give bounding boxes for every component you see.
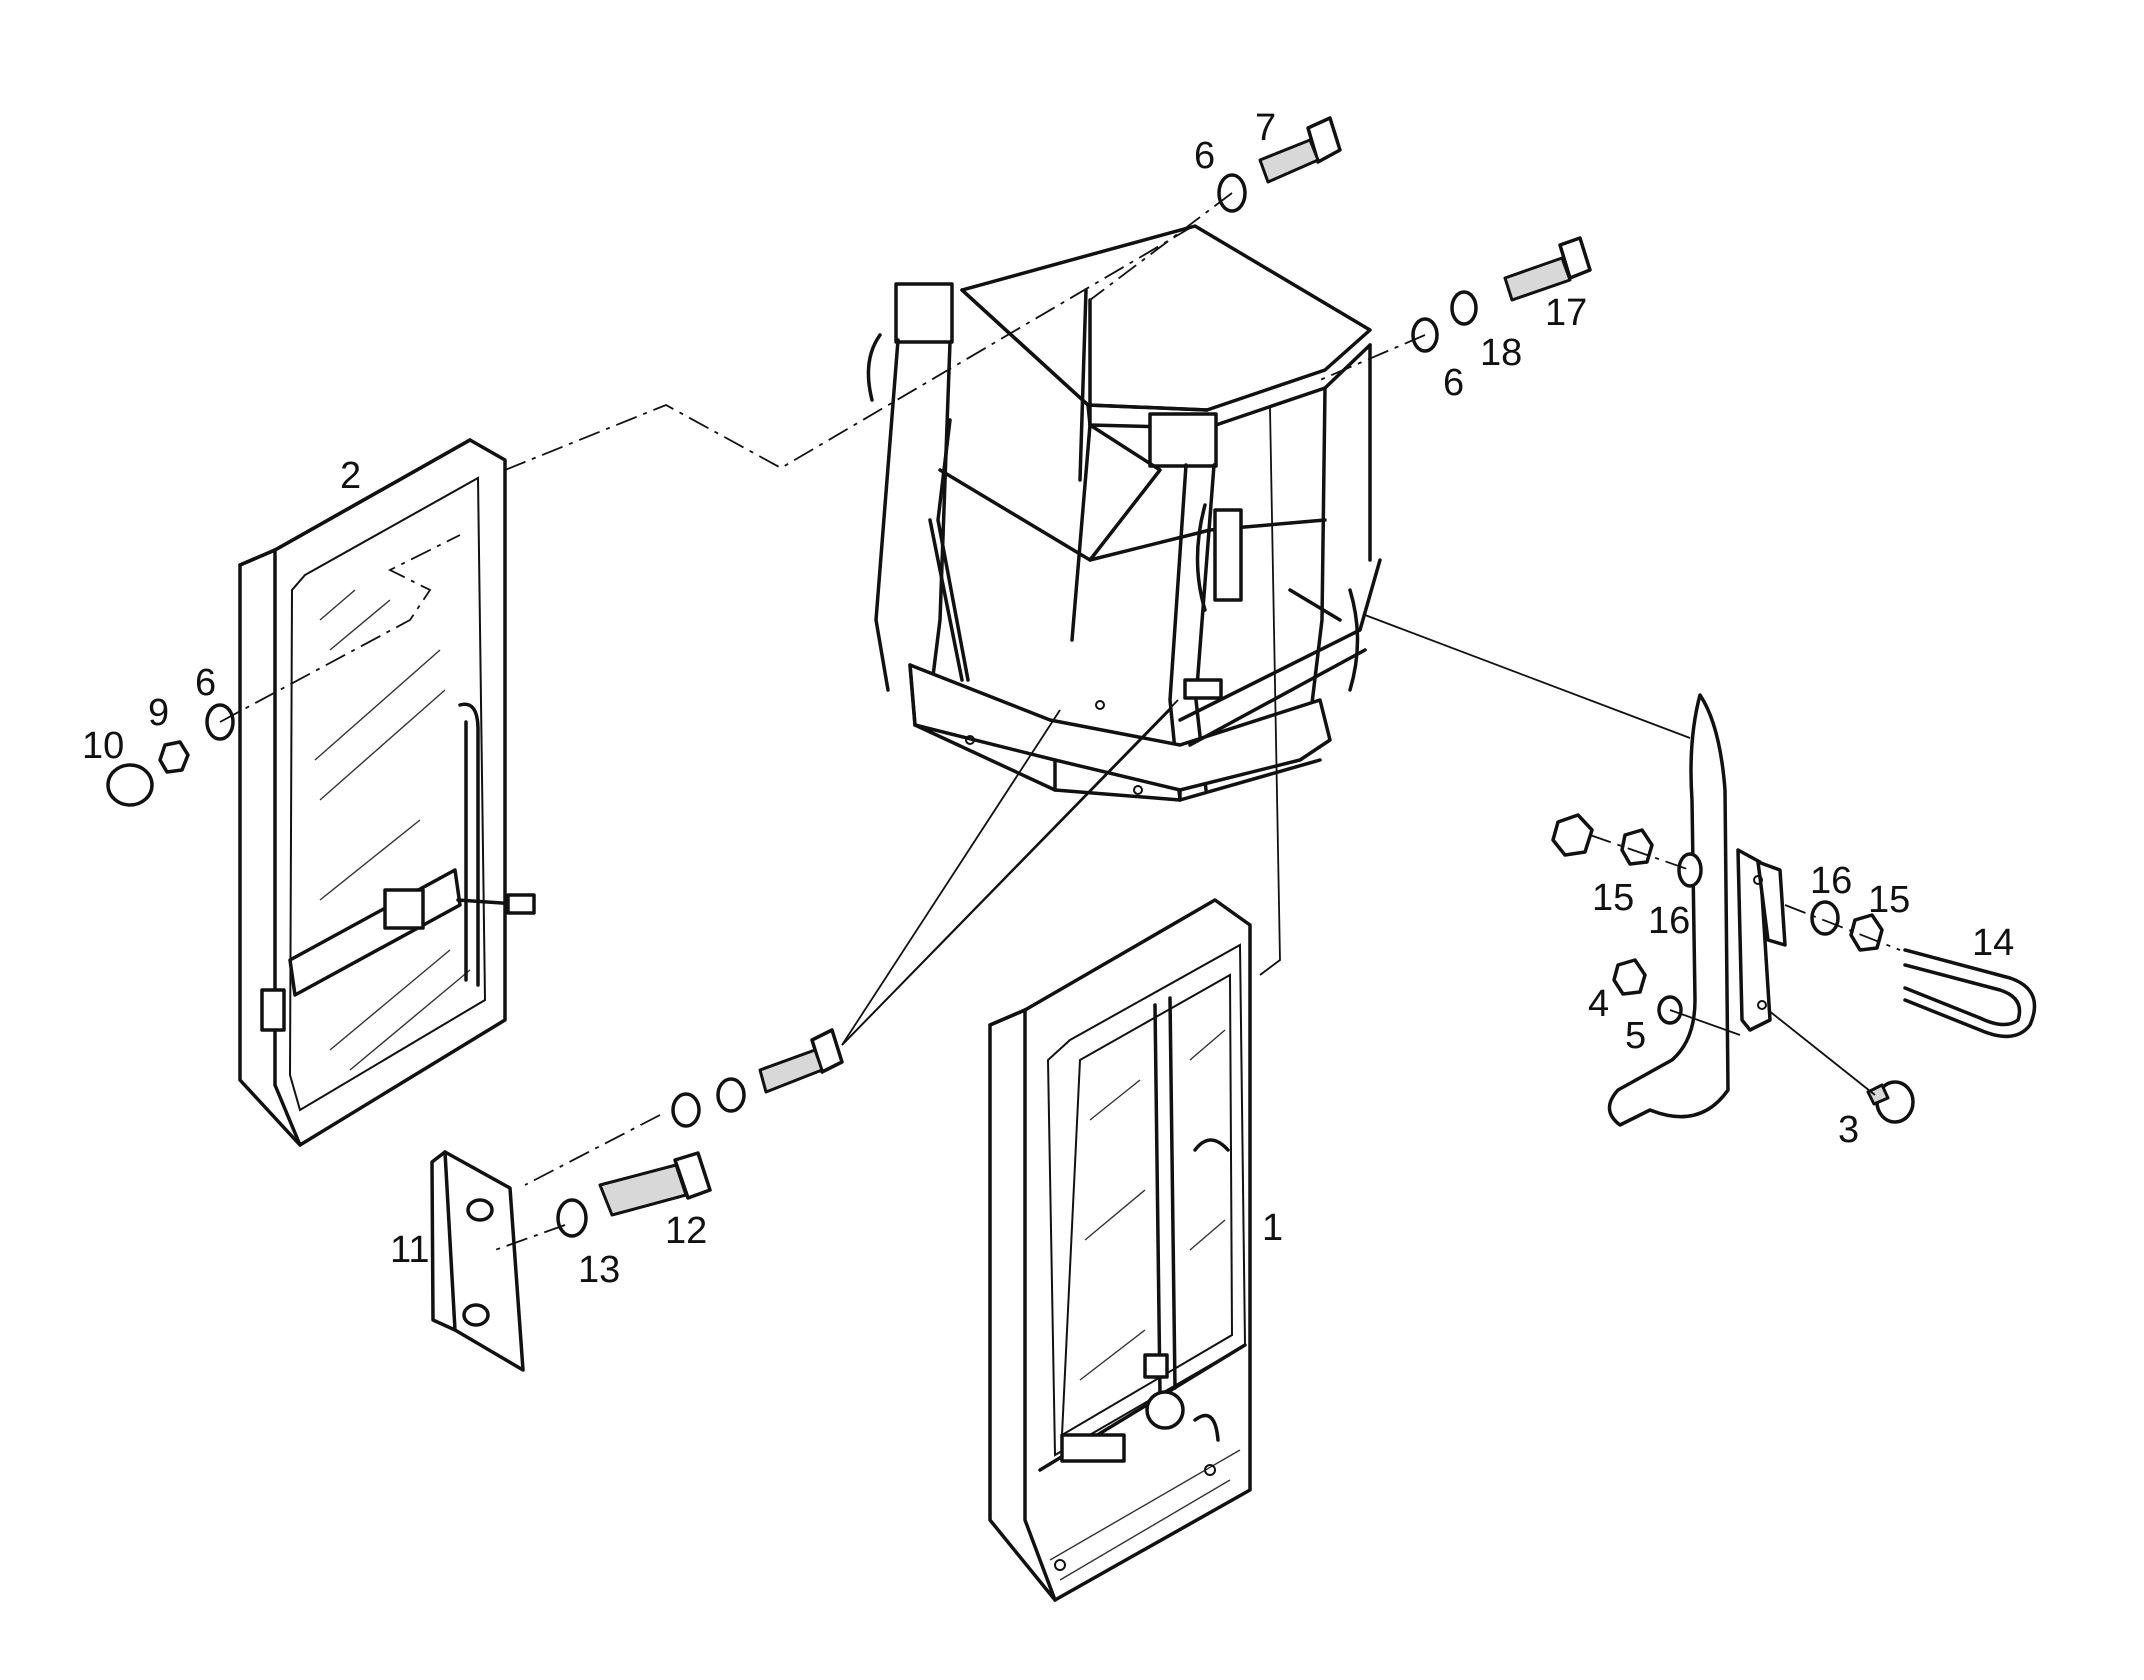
- door-left-assembly: [238, 438, 536, 1147]
- callout-16-right: 16: [1810, 860, 1852, 902]
- callout-7: 7: [1255, 107, 1276, 149]
- callout-3: 3: [1838, 1109, 1859, 1151]
- handrail-assembly: [1607, 693, 1787, 1127]
- callout-11: 11: [390, 1229, 429, 1271]
- callout-16-left: 16: [1648, 900, 1690, 942]
- leader-lines: [219, 192, 1901, 1251]
- callout-labels: 1 2 3 4 5 6 6 6 7 9 10 11 12 13 14 15 15…: [82, 107, 2014, 1291]
- callout-18: 18: [1480, 332, 1522, 374]
- callout-6-left: 6: [195, 662, 216, 704]
- callout-9: 9: [148, 692, 169, 734]
- callout-13: 13: [578, 1249, 620, 1291]
- callout-2: 2: [340, 455, 361, 497]
- callout-10: 10: [82, 725, 124, 767]
- cab-assembly: [866, 224, 1382, 802]
- door-right-assembly: [988, 898, 1252, 1602]
- callout-5: 5: [1625, 1015, 1646, 1057]
- callout-6-right: 6: [1443, 362, 1464, 404]
- callout-15-left: 15: [1592, 877, 1634, 919]
- callout-15-right: 15: [1868, 879, 1910, 921]
- fasteners: [106, 116, 2037, 1238]
- callout-4: 4: [1588, 983, 1609, 1025]
- callout-1: 1: [1262, 1207, 1283, 1249]
- callout-17: 17: [1545, 292, 1587, 334]
- callout-6-top: 6: [1194, 135, 1215, 177]
- mounting-plate: [430, 1150, 525, 1372]
- callout-14: 14: [1972, 922, 2014, 964]
- callout-12: 12: [665, 1210, 707, 1252]
